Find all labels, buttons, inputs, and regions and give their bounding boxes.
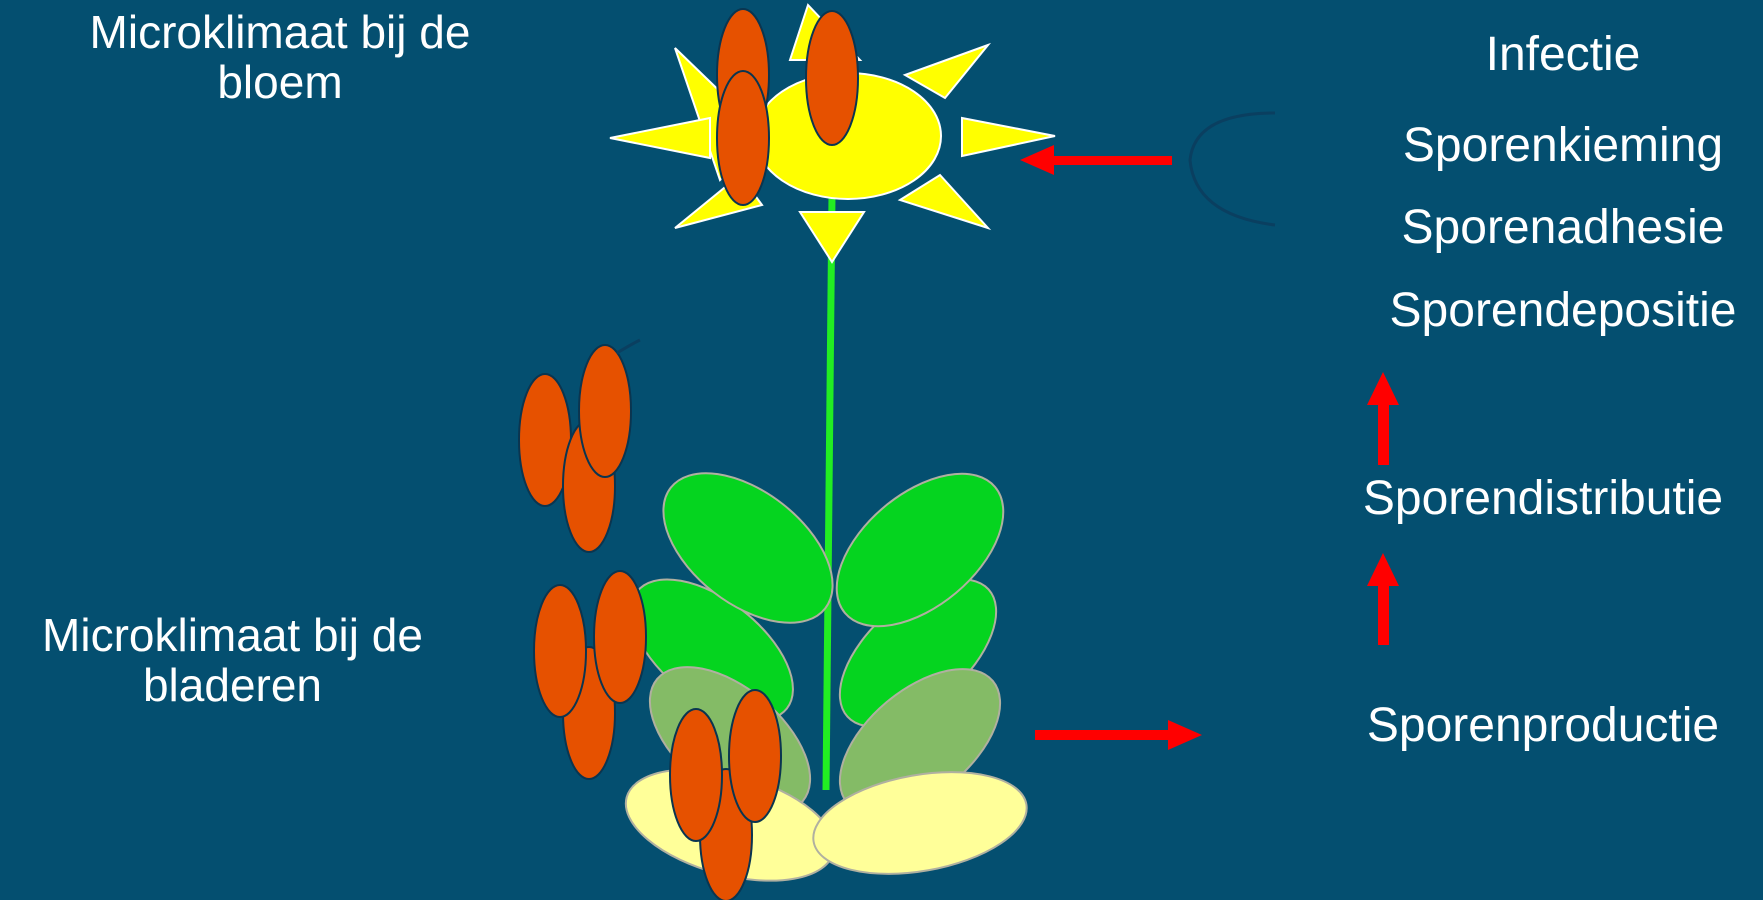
leaves [606,444,1034,900]
stage-infectie: Infectie [1353,28,1763,82]
bracket-mark [1190,113,1275,225]
flower-ray [800,212,864,262]
spore [534,585,586,717]
stage-sporendepositie: Sporendepositie [1353,284,1763,338]
stage-sporenadhesie: Sporenadhesie [1353,201,1763,255]
arrow-from-leaves [1035,720,1202,750]
arrow-to-flower [1020,145,1172,175]
spore [717,71,769,205]
spore [729,690,781,822]
spore [806,11,858,145]
stage-sporendistributie: Sporendistributie [1333,472,1753,526]
spore [670,709,722,841]
flower-ray [900,175,988,228]
plant-stem [826,195,832,790]
flower-ray [962,118,1055,156]
spore [579,345,631,477]
spore [594,571,646,703]
arrows [1020,145,1399,750]
flower-ray [610,118,710,158]
stage-sporenproductie: Sporenproductie [1333,699,1753,753]
flower-ray [905,45,988,98]
bracket-mark [617,340,640,353]
arrow-up-upper [1367,372,1399,465]
stage-sporenkieming: Sporenkieming [1353,119,1763,173]
arrow-up-lower [1367,553,1399,645]
